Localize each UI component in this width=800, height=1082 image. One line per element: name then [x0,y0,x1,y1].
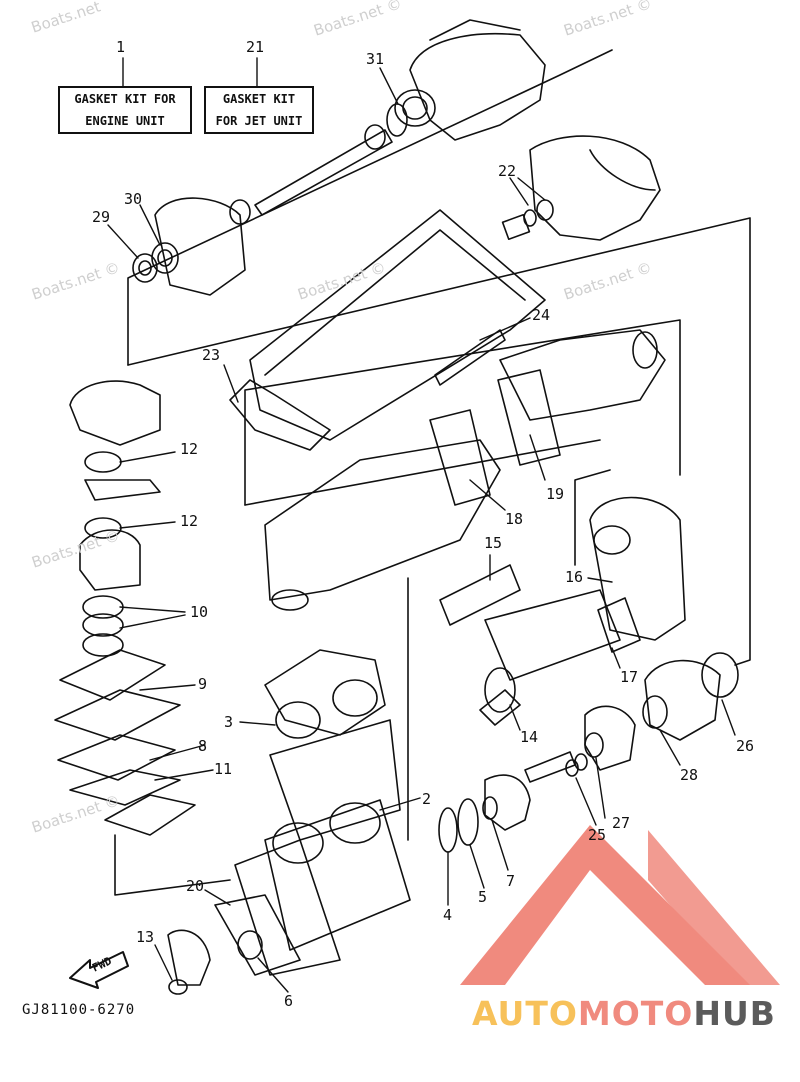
kit-1-line-2: ENGINE UNIT [85,114,165,128]
part-label-16: 16 [565,568,584,586]
part-label-9: 9 [198,675,208,693]
brand-wordmark: AUTOMOTOHUB [472,994,776,1033]
kit-21-number: 21 [246,38,265,56]
part-label-18: 18 [505,510,524,528]
part-label-31: 31 [366,50,385,68]
part-label-24: 24 [532,306,551,324]
intake-gaskets [54,649,196,836]
crankshaft-seals [438,751,576,853]
jet-pump [479,589,739,777]
brand-logo-icon [460,825,780,985]
part-label-22: 22 [498,162,517,180]
part-label-13: 13 [136,928,155,946]
part-label-15: 15 [484,534,503,552]
part-label-14: 14 [520,728,539,746]
part-label-8: 8 [198,737,208,755]
part-label-10: 10 [190,603,209,621]
impeller-housing [501,135,661,241]
part-label-27: 27 [612,814,631,832]
part-label-11: 11 [214,760,233,778]
brand-part-moto: MOTO [577,994,694,1033]
part-label-30: 30 [124,190,143,208]
brand-part-hub: HUB [693,994,776,1033]
exhaust-manifold [264,329,666,611]
bearing-housing [132,197,246,296]
intake-housing [394,19,546,141]
kit-1-number: 1 [116,38,126,56]
drawing-code: GJ81100-6270 [22,1002,136,1018]
exhaust-elbow [589,496,686,653]
part-label-25: 25 [588,826,607,844]
part-label-29: 29 [92,208,111,226]
part-label-6: 6 [284,992,294,1010]
leader-lines [107,57,736,993]
part-label-17: 17 [620,668,639,686]
kit-21-line-1: GASKET KIT [222,92,296,106]
jet-unit-outline [127,49,613,366]
part-label-20: 20 [186,877,205,895]
kit-1-line-1: GASKET KIT FOR [74,92,176,106]
part-label-3: 3 [224,713,234,731]
drive-shaft [229,124,393,225]
cylinder-block [234,649,411,976]
kit-21-line-2: FOR JET UNIT [215,114,303,128]
part-label-19: 19 [546,485,565,503]
part-label-12-upper: 12 [180,440,199,458]
part-label-4: 4 [443,906,453,924]
part-label-5: 5 [478,888,488,906]
part-label-23: 23 [202,346,221,364]
part-label-28: 28 [680,766,699,784]
part-label-12-lower: 12 [180,512,199,530]
fwd-arrow-icon [69,951,129,989]
crankcase-cover [167,894,301,995]
gasket-kit-engine-unit-box: GASKET KIT FOR ENGINE UNIT [58,86,192,134]
part-label-2: 2 [422,790,432,808]
gasket-kit-jet-unit-box: GASKET KIT FOR JET UNIT [204,86,314,134]
hull-pan [229,209,546,451]
carburetor-parts [69,380,161,657]
brand-part-auto: AUTO [472,994,578,1033]
part-label-26: 26 [736,737,755,755]
part-label-7: 7 [506,872,516,890]
